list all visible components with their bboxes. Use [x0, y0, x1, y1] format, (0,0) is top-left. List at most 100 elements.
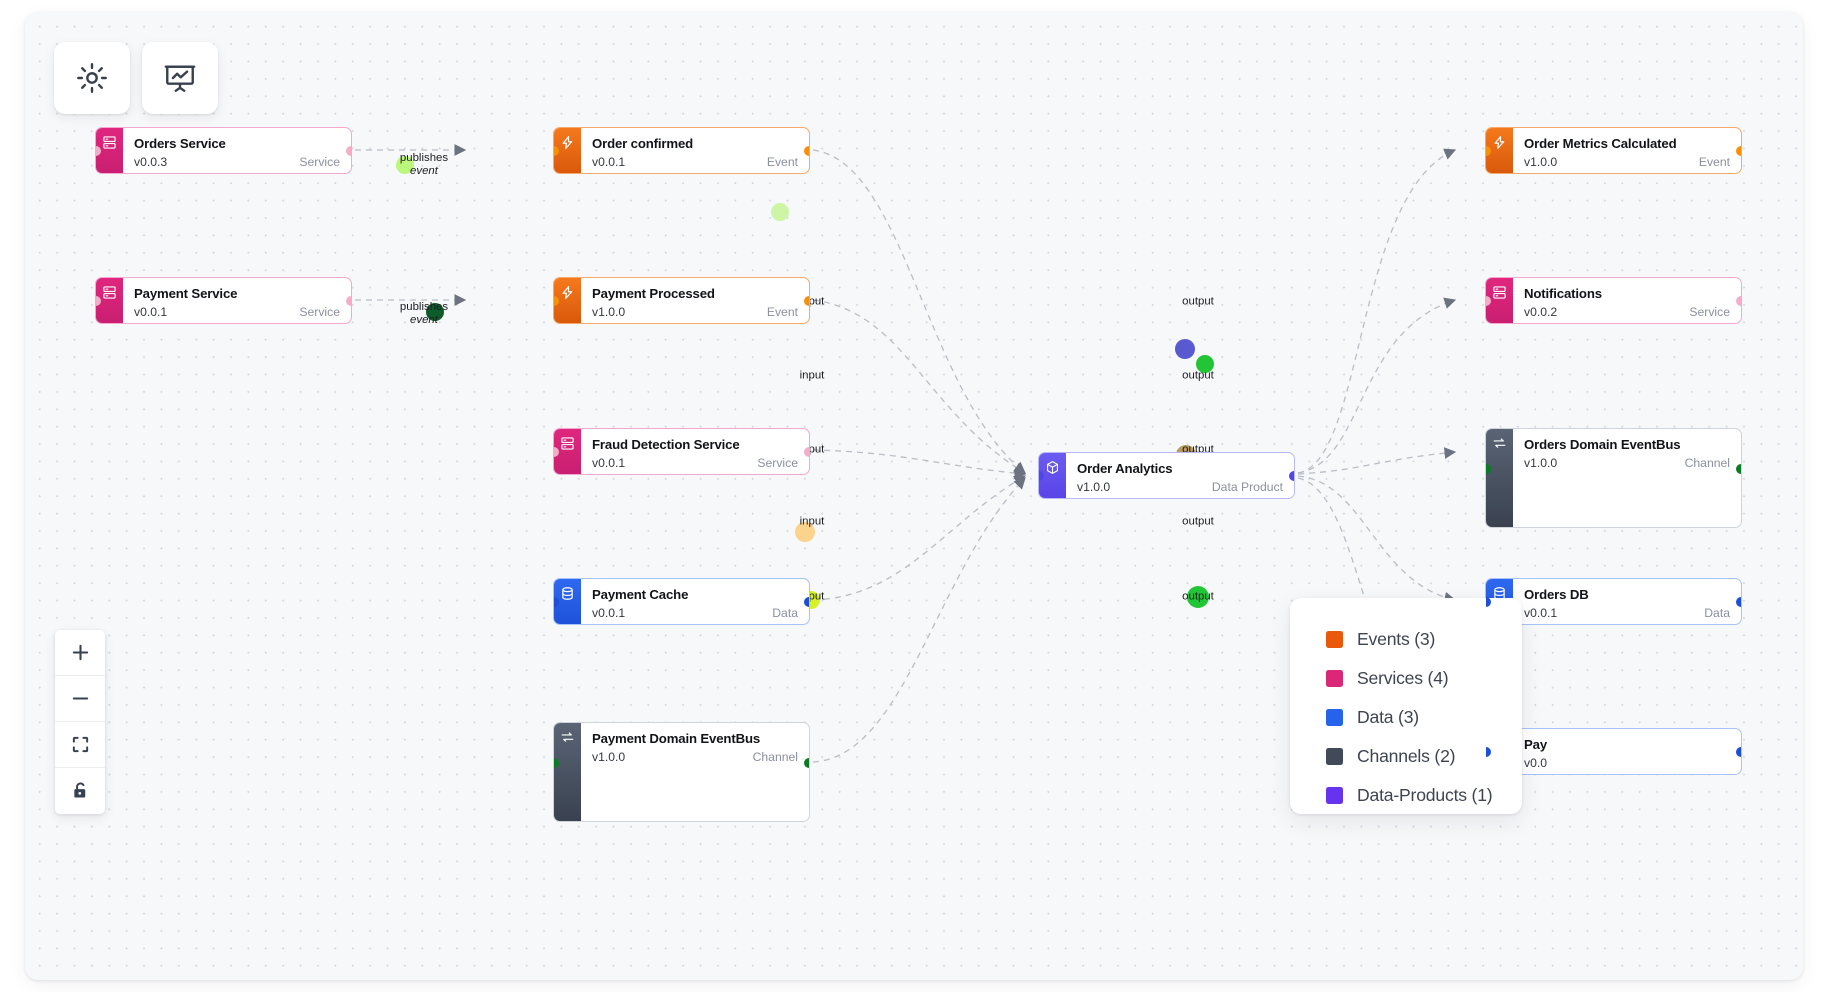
node-version: v0.0.1: [592, 155, 626, 169]
node-kind-label: Service: [299, 305, 340, 319]
fit-view-button[interactable]: [55, 722, 105, 768]
edge-input-payment-processed: [812, 299, 1026, 474]
node-type-icon-channel: [554, 723, 581, 821]
settings-gear-button[interactable]: [54, 42, 130, 114]
node-port-right[interactable]: [804, 596, 809, 607]
node-version: v0.0.3: [134, 155, 168, 169]
legend-swatch: [1326, 787, 1343, 804]
edge-dot[interactable]: [396, 156, 414, 174]
node-port-right[interactable]: [1736, 295, 1741, 306]
edge-dot[interactable]: [795, 522, 815, 542]
node-kind-label: Event: [1698, 155, 1730, 169]
node-port-left[interactable]: [1486, 596, 1491, 607]
legend-label: Data-Products (1): [1357, 785, 1493, 805]
node-kind-label: Data: [772, 606, 798, 620]
edge-output-notifications: [1297, 297, 1457, 474]
legend-label: Data (3): [1357, 707, 1419, 727]
node-port-right[interactable]: [1736, 596, 1741, 607]
node-port-left[interactable]: [554, 596, 559, 607]
edge-dot[interactable]: [1196, 355, 1214, 373]
unlocked-padlock-icon: [71, 781, 90, 801]
zoom-out-button[interactable]: [55, 676, 105, 722]
node-title: Fraud Detection Service: [592, 437, 740, 452]
node-port-left[interactable]: [1486, 746, 1491, 757]
node-port-right[interactable]: [804, 145, 809, 156]
node-port-right[interactable]: [804, 446, 809, 457]
node-kind-label: Service: [757, 456, 798, 470]
node-port-left[interactable]: [554, 758, 559, 768]
edge-dot[interactable]: [1175, 339, 1195, 359]
node-port-left[interactable]: [96, 145, 101, 156]
node-port-right[interactable]: [1736, 145, 1741, 156]
legend-row[interactable]: Channels (2): [1326, 737, 1522, 776]
lock-toggle-button[interactable]: [55, 768, 105, 814]
legend-label: Events (3): [1357, 629, 1436, 649]
edge-dot[interactable]: [1187, 586, 1209, 608]
edge-layer: [355, 144, 1457, 763]
gear-icon: [75, 61, 109, 95]
node-kind-label: Service: [299, 155, 340, 169]
node-port-right[interactable]: [346, 295, 351, 306]
node-port-left[interactable]: [554, 145, 559, 156]
legend-row[interactable]: Services (4): [1326, 659, 1522, 698]
node-version: v1.0.0: [592, 305, 626, 319]
node-kind-label: Service: [1689, 305, 1730, 319]
node-port-right[interactable]: [804, 295, 809, 306]
legend-row[interactable]: Data-Products (1): [1326, 776, 1522, 815]
node-port-left[interactable]: [96, 295, 101, 306]
node-port-left[interactable]: [1486, 145, 1491, 156]
legend-row[interactable]: Events (3): [1326, 620, 1522, 659]
edge-input-order-confirmed: [812, 149, 1026, 474]
node-port-right[interactable]: [1289, 470, 1294, 481]
node-port-left[interactable]: [1486, 295, 1491, 306]
node-port-left[interactable]: [554, 295, 559, 306]
legend-label: Channels (2): [1357, 746, 1456, 766]
node-port-left[interactable]: [554, 446, 559, 457]
zoom-in-button[interactable]: [55, 630, 105, 676]
node-title: Payment Service: [134, 286, 238, 301]
legend-swatch: [1326, 631, 1343, 648]
minus-icon: [71, 689, 90, 708]
node-port-right[interactable]: [346, 145, 351, 156]
node-port-right[interactable]: [804, 758, 809, 768]
edge-dot[interactable]: [771, 203, 789, 221]
node-port-right[interactable]: [1736, 464, 1741, 474]
node-port-left[interactable]: [1486, 464, 1491, 474]
edge-dot[interactable]: [426, 303, 444, 321]
node-port-left[interactable]: [1039, 470, 1044, 481]
legend-swatch: [1326, 670, 1343, 687]
edge-input-payment-cache: [812, 475, 1027, 601]
node-version: v1.0.0: [1524, 456, 1558, 470]
node-title: Notifications: [1524, 286, 1602, 301]
node-title: Order Metrics Calculated: [1524, 136, 1677, 151]
presentation-chart-button[interactable]: [142, 42, 218, 114]
legend-row[interactable]: Data (3): [1326, 698, 1522, 737]
node-port-right[interactable]: [1736, 746, 1741, 757]
edge-output-order-metrics: [1297, 148, 1457, 474]
node-title: Payment Processed: [592, 286, 715, 301]
